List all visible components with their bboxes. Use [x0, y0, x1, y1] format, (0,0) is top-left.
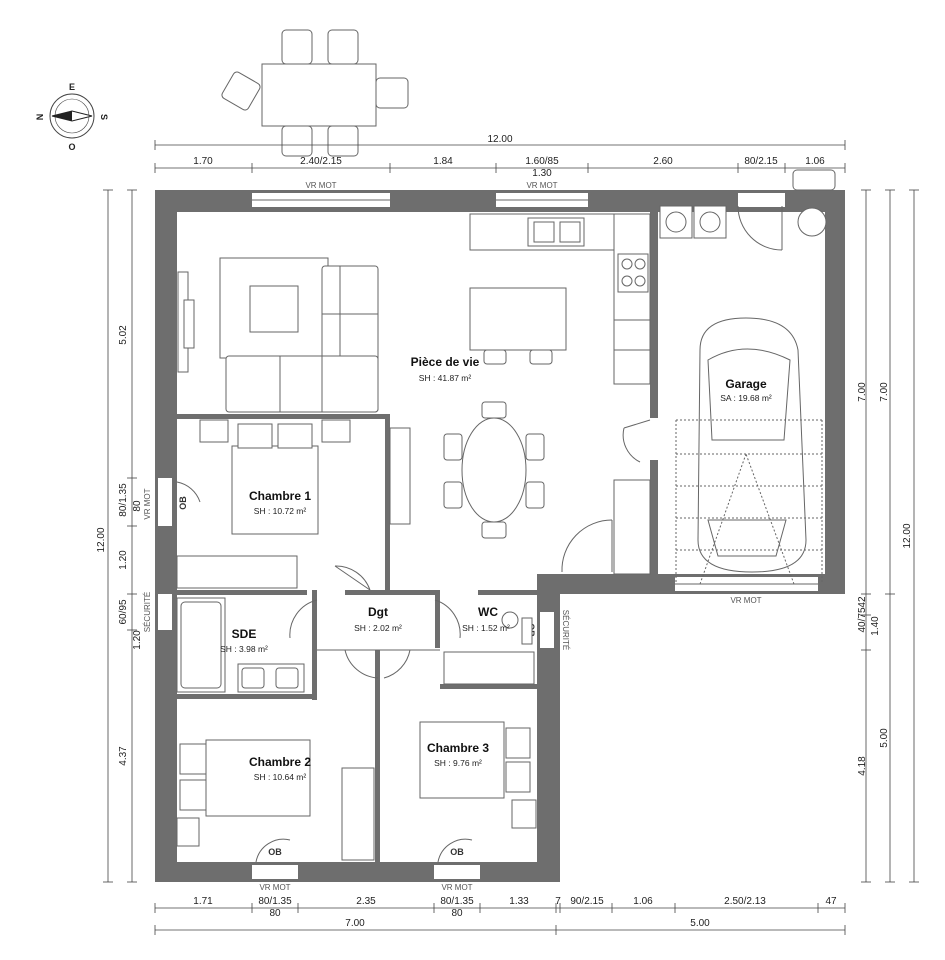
room-name-chambre1: Chambre 1 — [249, 489, 311, 503]
top-dim-5: 2.60 — [653, 156, 673, 167]
interior-walls — [177, 212, 658, 862]
right-total-dim: 12.00 — [902, 523, 913, 548]
outdoor-dining-table — [221, 29, 409, 157]
room-area-piece-de-vie: SH : 41.87 m² — [419, 373, 472, 383]
left-dim-3: 80 — [132, 500, 143, 512]
bottom-dim-8: 1.06 — [633, 896, 653, 907]
left-dimensions: 12.00 5.02 80/1.35 80 1.20 60/95 1.20 4.… — [96, 189, 143, 883]
room-name-chambre3: Chambre 3 — [427, 741, 489, 755]
right-inner-dim-4: 4.18 — [857, 756, 868, 776]
bottom-dim-9: 2.50/2.13 — [724, 896, 766, 907]
chambre3-furniture — [419, 721, 537, 829]
bottom-dim-sub-b: 80 — [451, 908, 463, 919]
sde-furniture — [176, 597, 305, 693]
ob-label-chambre2: OB — [268, 847, 282, 857]
room-area-sde: SH : 3.98 m² — [220, 644, 268, 654]
room-name-dgt: Dgt — [368, 605, 388, 619]
left-dim-1: 5.02 — [118, 325, 129, 345]
right-dimensions: 7.00 40/75 42 1.40 4.18 7.00 5.00 12.00 — [857, 189, 919, 883]
exterior-walls — [155, 190, 845, 882]
garage-furniture — [659, 169, 836, 585]
window-labels: VR MOT VR MOT VR MOT SÉCURITÉ SÉCURITÉ V… — [143, 181, 762, 892]
left-dim-6: 1.20 — [132, 630, 143, 650]
left-dim-7: 4.37 — [118, 746, 129, 766]
top-dim-3: 1.84 — [433, 156, 453, 167]
bottom-dim-sub-a: 80 — [269, 908, 281, 919]
bottom-dim-2: 80/1.35 — [258, 896, 292, 907]
ob-label-chambre1: OB — [178, 496, 188, 510]
right-inner-dim-7: 7.00 — [857, 382, 868, 402]
room-name-chambre2: Chambre 2 — [249, 755, 311, 769]
vr-mot-bottom-2: VR MOT — [441, 883, 472, 892]
left-dim-4: 1.20 — [118, 550, 129, 570]
left-total-dim: 12.00 — [96, 527, 107, 552]
dgt-doors — [289, 599, 535, 685]
top-dim-1: 1.70 — [193, 156, 213, 167]
top-dimensions: 12.00 1.70 2.40/2.15 1.84 1.60/85 2.60 8… — [154, 134, 846, 179]
bottom-dimensions: 1.71 80/1.35 2.35 80/1.35 1.33 7 90/2.15… — [154, 896, 846, 935]
top-dim-2: 2.40/2.15 — [300, 156, 342, 167]
room-name-wc: WC — [478, 605, 498, 619]
top-dim-6: 80/2.15 — [744, 156, 778, 167]
top-dim-4: 1.60/85 — [525, 156, 559, 167]
right-inner-dim-3: 1.40 — [870, 616, 881, 636]
vr-mot-left: VR MOT — [143, 488, 152, 519]
right-inner-dim-1: 40/75 — [857, 607, 868, 632]
room-name-piece-de-vie: Pièce de vie — [411, 355, 480, 369]
ob-label-chambre3: OB — [450, 847, 464, 857]
bottom-dim-1: 1.71 — [193, 896, 213, 907]
bottom-dim-10: 47 — [825, 896, 837, 907]
room-area-chambre1: SH : 10.72 m² — [254, 506, 307, 516]
top-total-dim: 12.00 — [487, 134, 512, 145]
top-dim-sub: 1.30 — [532, 168, 552, 179]
vr-mot-top-1: VR MOT — [305, 181, 336, 190]
bottom-dim-4: 80/1.35 — [440, 896, 474, 907]
bottom-dim-6: 7 — [555, 896, 561, 907]
room-area-chambre3: SH : 9.76 m² — [434, 758, 482, 768]
room-area-wc: SH : 1.52 m² — [462, 623, 510, 633]
room-name-sde: SDE — [232, 627, 257, 641]
compass-e-label: E — [69, 82, 75, 92]
room-area-dgt: SH : 2.02 m² — [354, 623, 402, 633]
top-dim-7: 1.06 — [805, 156, 825, 167]
vr-mot-top-2: VR MOT — [526, 181, 557, 190]
left-dim-5: 60/95 — [118, 599, 129, 624]
bottom-total-right: 5.00 — [690, 918, 710, 929]
compass-o-label: O — [68, 142, 75, 152]
right-mid-dim-2: 5.00 — [879, 728, 890, 748]
room-labels: Pièce de vie SH : 41.87 m² Garage SA : 1… — [220, 355, 772, 782]
right-inner-dim-2: 42 — [857, 596, 868, 608]
compass-n-label: N — [35, 114, 45, 121]
securite-left: SÉCURITÉ — [143, 592, 152, 632]
right-mid-dim-1: 7.00 — [879, 382, 890, 402]
chambre2-furniture — [176, 739, 375, 861]
left-dim-2: 80/1.35 — [118, 483, 129, 517]
bottom-total-left: 7.00 — [345, 918, 365, 929]
living-furniture — [177, 213, 651, 575]
vr-mot-bottom-1: VR MOT — [259, 883, 290, 892]
compass: N E S O — [35, 82, 109, 152]
vr-mot-garage: VR MOT — [730, 596, 761, 605]
bottom-dim-7: 90/2.15 — [570, 896, 604, 907]
chambre1-furniture — [176, 419, 371, 591]
securite-right: SÉCURITÉ — [561, 610, 570, 650]
compass-s-label: S — [99, 114, 109, 120]
room-name-garage: Garage — [725, 377, 767, 391]
bottom-dim-3: 2.35 — [356, 896, 376, 907]
room-area-chambre2: SH : 10.64 m² — [254, 772, 307, 782]
bottom-dim-5: 1.33 — [509, 896, 529, 907]
room-area-garage: SA : 19.68 m² — [720, 393, 772, 403]
